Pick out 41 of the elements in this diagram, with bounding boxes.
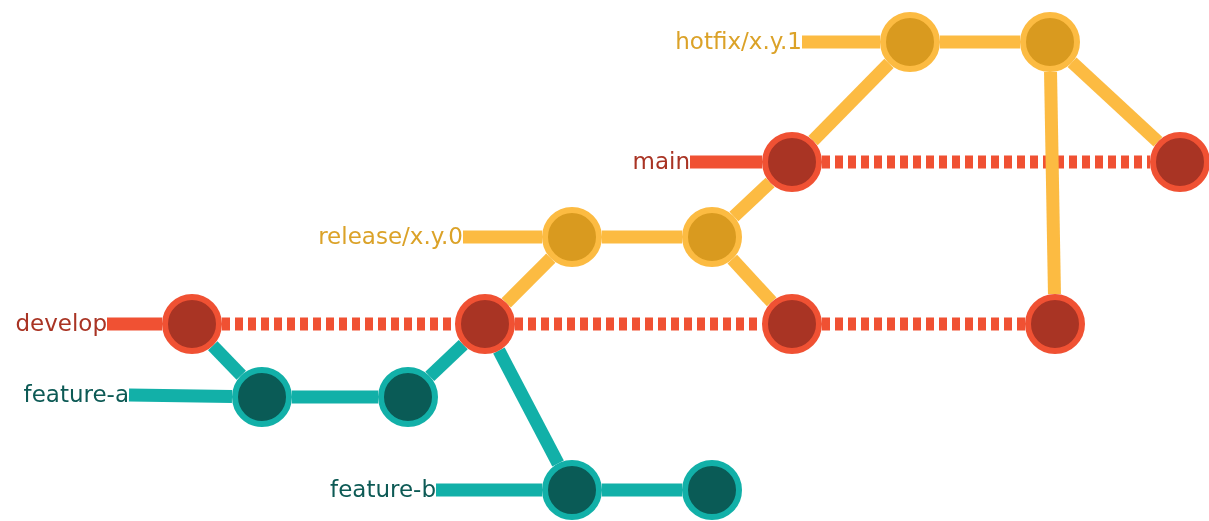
branch-line	[1044, 71, 1061, 295]
branch-line	[940, 35, 1020, 49]
commit-circle	[682, 460, 742, 520]
commit-circle	[542, 207, 602, 267]
commit-circle	[232, 367, 292, 427]
branch-line	[1067, 57, 1163, 147]
commit-circle	[1150, 132, 1209, 192]
commit-circle	[762, 294, 822, 354]
dashed-branch-line	[822, 317, 1025, 331]
commit-circle	[542, 460, 602, 520]
branch-line	[501, 253, 556, 308]
commit-circle	[378, 367, 438, 427]
branch-line	[436, 483, 542, 497]
commit-circle	[1025, 294, 1085, 354]
branch-line	[602, 483, 682, 497]
branch-line	[690, 155, 762, 169]
branch-line	[602, 230, 682, 244]
branch-line	[808, 58, 894, 146]
branch-line	[463, 230, 542, 244]
commit-circle	[682, 207, 742, 267]
branch-line	[208, 341, 246, 380]
commit-circle	[455, 294, 515, 354]
branch-line	[727, 254, 777, 307]
commit-circle	[162, 294, 222, 354]
branch-label: hotfix/x.y.1	[675, 28, 802, 56]
branch-line	[493, 347, 564, 467]
branch-line	[128, 388, 233, 404]
branch-label: release/x.y.0	[318, 223, 463, 251]
branch-label: develop	[15, 310, 107, 338]
branch-label: feature-b	[330, 476, 436, 504]
branch-label: main	[632, 148, 690, 176]
dashed-branch-line	[822, 155, 1150, 169]
commit-circle	[880, 12, 940, 72]
commit-circle	[762, 132, 822, 192]
branch-line	[107, 317, 162, 331]
branch-line	[802, 35, 880, 49]
branch-label: feature-a	[23, 381, 129, 409]
commit-circle	[1020, 12, 1080, 72]
branch-line	[292, 390, 378, 404]
branch-line	[425, 339, 468, 382]
branch-line	[729, 177, 775, 222]
